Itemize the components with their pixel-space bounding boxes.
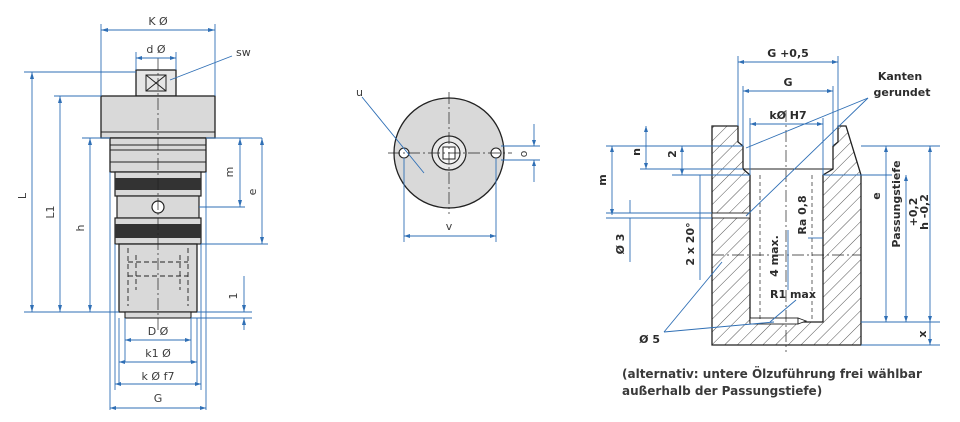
label-d: d Ø (146, 43, 165, 56)
label-two: 2 (666, 150, 679, 158)
label-G05: G +0,5 (767, 47, 809, 60)
label-kH7: kØ H7 (769, 109, 806, 122)
drive-socket (145, 74, 167, 92)
label-4max: 4 max. (768, 235, 781, 277)
label-G: G (154, 392, 163, 405)
middle-view: u o v (356, 86, 540, 242)
hatched-housing (711, 125, 862, 346)
label-L: L (16, 192, 29, 199)
label-k: k Ø f7 (142, 370, 175, 383)
label-r1: R1 max (770, 288, 816, 301)
label-e: e (246, 188, 259, 195)
label-h: h (74, 224, 87, 231)
label-o: o (517, 150, 530, 157)
footnote-line-2: außerhalb der Passungstiefe) (622, 384, 823, 398)
label-ra: Ra 0,8 (796, 195, 809, 234)
label-2x20: 2 x 20° (684, 222, 697, 265)
label-n: n (630, 148, 643, 156)
footnote: (alternativ: untere Ölzuführung frei wäh… (622, 366, 922, 400)
label-kanten: Kanten (878, 70, 922, 83)
label-D: D Ø (148, 325, 169, 338)
label-tol2: h -0,2 (918, 194, 931, 230)
label-m-bore: m (596, 174, 609, 185)
label-K: K Ø (148, 15, 168, 28)
label-phi5: Ø 5 (639, 333, 660, 346)
label-gerundet: gerundet (873, 86, 930, 99)
label-m: m (223, 167, 236, 178)
label-tol1: +0,2 (907, 198, 920, 227)
seal-ring-lower (115, 224, 201, 238)
label-x: x (916, 330, 929, 337)
label-G-bore: G (783, 76, 792, 89)
label-one: 1 (227, 293, 240, 300)
label-e-bore: e (870, 192, 883, 199)
label-sw: sw (236, 46, 251, 59)
oil-passage-side (711, 212, 751, 219)
label-passung: Passungstiefe (890, 160, 903, 247)
label-k1: k1 Ø (145, 347, 171, 360)
right-view: G +0,5 G kØ H7 Kanten gerundet n 2 m Ø 3… (596, 47, 940, 352)
label-phi3: Ø 3 (614, 234, 627, 255)
left-view: K Ø d Ø sw L L1 h m e 1 D Ø k1 Ø k Ø f7 … (16, 15, 268, 410)
label-v: v (446, 220, 453, 233)
label-u: u (356, 86, 363, 99)
label-L1: L1 (44, 205, 57, 218)
footnote-line-1: (alternativ: untere Ölzuführung frei wäh… (622, 367, 922, 381)
